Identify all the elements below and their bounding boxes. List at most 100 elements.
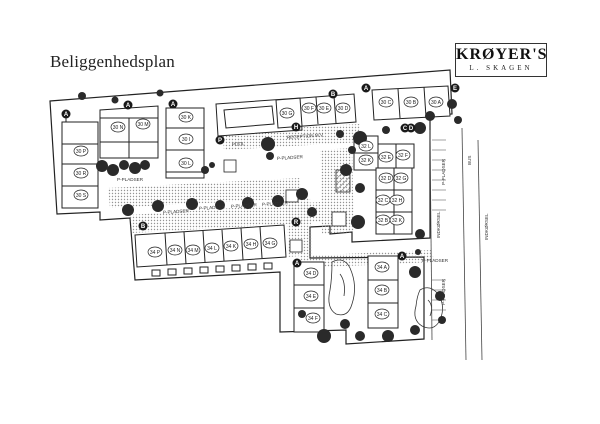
unit-oval <box>389 194 405 206</box>
marker-circle <box>215 135 225 145</box>
area-label: P-PLADSER <box>231 202 258 209</box>
unit-u32D: 32 D <box>378 172 394 184</box>
area-label: P-PLADSER <box>441 158 446 185</box>
area-label: P-PLADSER <box>199 204 226 211</box>
unit-u34F: 34 F <box>305 312 321 324</box>
area-label: P-PLADSER <box>163 208 190 215</box>
unit-oval <box>378 172 394 184</box>
unit-label: 30 D <box>338 106 349 112</box>
unit-label: 30 R <box>76 171 87 177</box>
unit-label: 32 K <box>361 158 372 164</box>
unit-label: 34 C <box>377 312 388 318</box>
logo-subtitle: L. SKAGEN <box>469 64 533 72</box>
unit-oval <box>167 244 183 256</box>
unit-u32B: 32 B <box>375 214 391 226</box>
building-30-gd <box>275 93 357 129</box>
unit-u30M: 30 M <box>135 118 151 130</box>
marker-b: B <box>138 221 148 231</box>
area-label: POOL <box>232 141 246 147</box>
unit-label: 30 L <box>181 161 191 167</box>
unit-oval <box>262 237 278 249</box>
unit-oval <box>279 107 295 119</box>
marker-circle <box>61 109 71 119</box>
unit-oval <box>73 189 89 201</box>
unit-label: 32 F <box>398 153 408 159</box>
marker-letter: D <box>409 126 414 132</box>
marker-letter: A <box>400 254 405 260</box>
unit-label: 32 L <box>361 144 371 150</box>
marker-a: A <box>168 99 178 109</box>
marker-letter: E <box>453 86 457 92</box>
unit-u32H: 32 H <box>389 194 405 206</box>
unit-oval <box>374 261 390 273</box>
unit-u32G: 32 G <box>393 172 409 184</box>
unit-label: 34 M <box>187 248 198 254</box>
unit-label: 30 P <box>76 149 87 155</box>
area-label: P-PLADSER <box>422 258 449 263</box>
unit-u34A: 34 A <box>374 261 390 273</box>
unit-oval <box>243 238 259 250</box>
unit-label: 34 N <box>170 248 181 254</box>
unit-label: 30 S <box>76 193 87 199</box>
area-label: P-PLADSER <box>441 278 446 305</box>
marker-letter: C <box>403 126 408 132</box>
marker-letter: B <box>141 224 146 230</box>
unit-label: 34 P <box>150 250 161 256</box>
unit-label: 30 B <box>406 100 417 106</box>
unit-oval <box>305 312 321 324</box>
trees <box>78 89 462 343</box>
area-labels: POOL RECEPTION M.V. P-PLADSER P-PLADSER P-PL… <box>117 132 489 305</box>
unit-u32K1: 32 K <box>358 154 374 166</box>
marker-circle <box>291 122 301 132</box>
marker-circle <box>168 99 178 109</box>
unit-label: 34 B <box>377 288 388 294</box>
unit-label: 32 K <box>392 218 403 224</box>
unit-label: 34 L <box>207 246 217 252</box>
unit-u30K: 30 K <box>178 111 194 123</box>
unit-oval <box>178 111 194 123</box>
marker-circle <box>397 251 407 261</box>
unit-oval <box>301 102 317 114</box>
marker-letter: B <box>331 92 336 98</box>
unit-label: 32 D <box>381 176 392 182</box>
unit-u32E: 32 E <box>378 151 394 163</box>
marker-letter: A <box>295 261 300 267</box>
unit-oval <box>395 149 411 161</box>
unit-label: 34 F <box>308 316 318 322</box>
unit-label: 30 F <box>304 106 314 112</box>
marker-p: P <box>215 135 225 145</box>
marker-letter: R <box>294 220 299 226</box>
unit-label: 32 H <box>392 198 403 204</box>
unit-oval <box>378 151 394 163</box>
unit-u30A: 30 A <box>428 96 444 108</box>
marker-b: B <box>328 89 338 99</box>
logo-name: KRØYER'S <box>456 46 548 63</box>
unit-label: 30 N <box>113 125 124 131</box>
unit-label: 30 A <box>431 100 442 106</box>
unit-u34K: 34 K <box>223 240 239 252</box>
unit-label: 34 A <box>377 265 388 271</box>
unit-u30C: 30 C <box>378 96 394 108</box>
unit-u34N: 34 N <box>167 244 183 256</box>
unit-u34H: 34 H <box>243 238 259 250</box>
area-label: RECEPTION M.V. <box>287 132 324 140</box>
area-label: P-PLADSER <box>277 154 304 161</box>
unit-u30F: 30 F <box>301 102 317 114</box>
marker-r: R <box>291 217 301 227</box>
unit-u30I: 30 I <box>178 133 194 145</box>
unit-oval <box>73 145 89 157</box>
marker-circle <box>138 221 148 231</box>
marker-letter: P <box>218 138 222 144</box>
unit-label: 30 E <box>319 106 330 112</box>
unit-u34M: 34 M <box>185 244 201 256</box>
marker-a: A <box>361 83 371 93</box>
unit-label: 34 E <box>306 294 317 300</box>
marker-letter: A <box>364 86 369 92</box>
unit-oval <box>335 102 351 114</box>
area-label: P-PLADSER <box>117 177 144 182</box>
marker-d: D <box>406 123 416 133</box>
unit-u30R: 30 R <box>73 167 89 179</box>
marker-a: A <box>397 251 407 261</box>
